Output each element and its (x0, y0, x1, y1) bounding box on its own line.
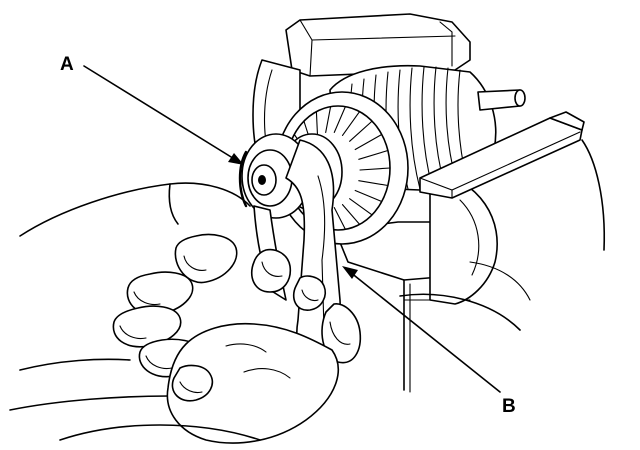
lead-wire (581, 139, 606, 251)
commutator-segment (349, 198, 373, 216)
holding-hands (9, 182, 531, 444)
callout-b-leader (349, 271, 501, 393)
commutator-segment (349, 120, 373, 142)
callout-a-arrowhead (228, 153, 244, 165)
commutator-segment (333, 207, 346, 230)
commutator-segment (325, 106, 332, 133)
commutator-segment (333, 106, 346, 133)
callout-a-leader (83, 65, 237, 161)
armature-shaft-end (238, 133, 311, 219)
brush-holder-bar (419, 111, 585, 199)
commutator-segment (354, 133, 383, 151)
commutator-segment (358, 180, 389, 187)
commutator-segment (341, 111, 361, 136)
callout-b: B (342, 266, 516, 417)
commutator-segment (315, 111, 319, 136)
commutator-segment (359, 167, 391, 171)
callout-a: A (60, 54, 244, 165)
callout-a-label: A (60, 54, 74, 75)
commutator-segment (341, 204, 361, 225)
callout-b-arrowhead (342, 266, 358, 279)
commutator-segment (358, 149, 389, 160)
commutator-segment (354, 189, 383, 203)
callout-b-label: B (502, 396, 516, 417)
